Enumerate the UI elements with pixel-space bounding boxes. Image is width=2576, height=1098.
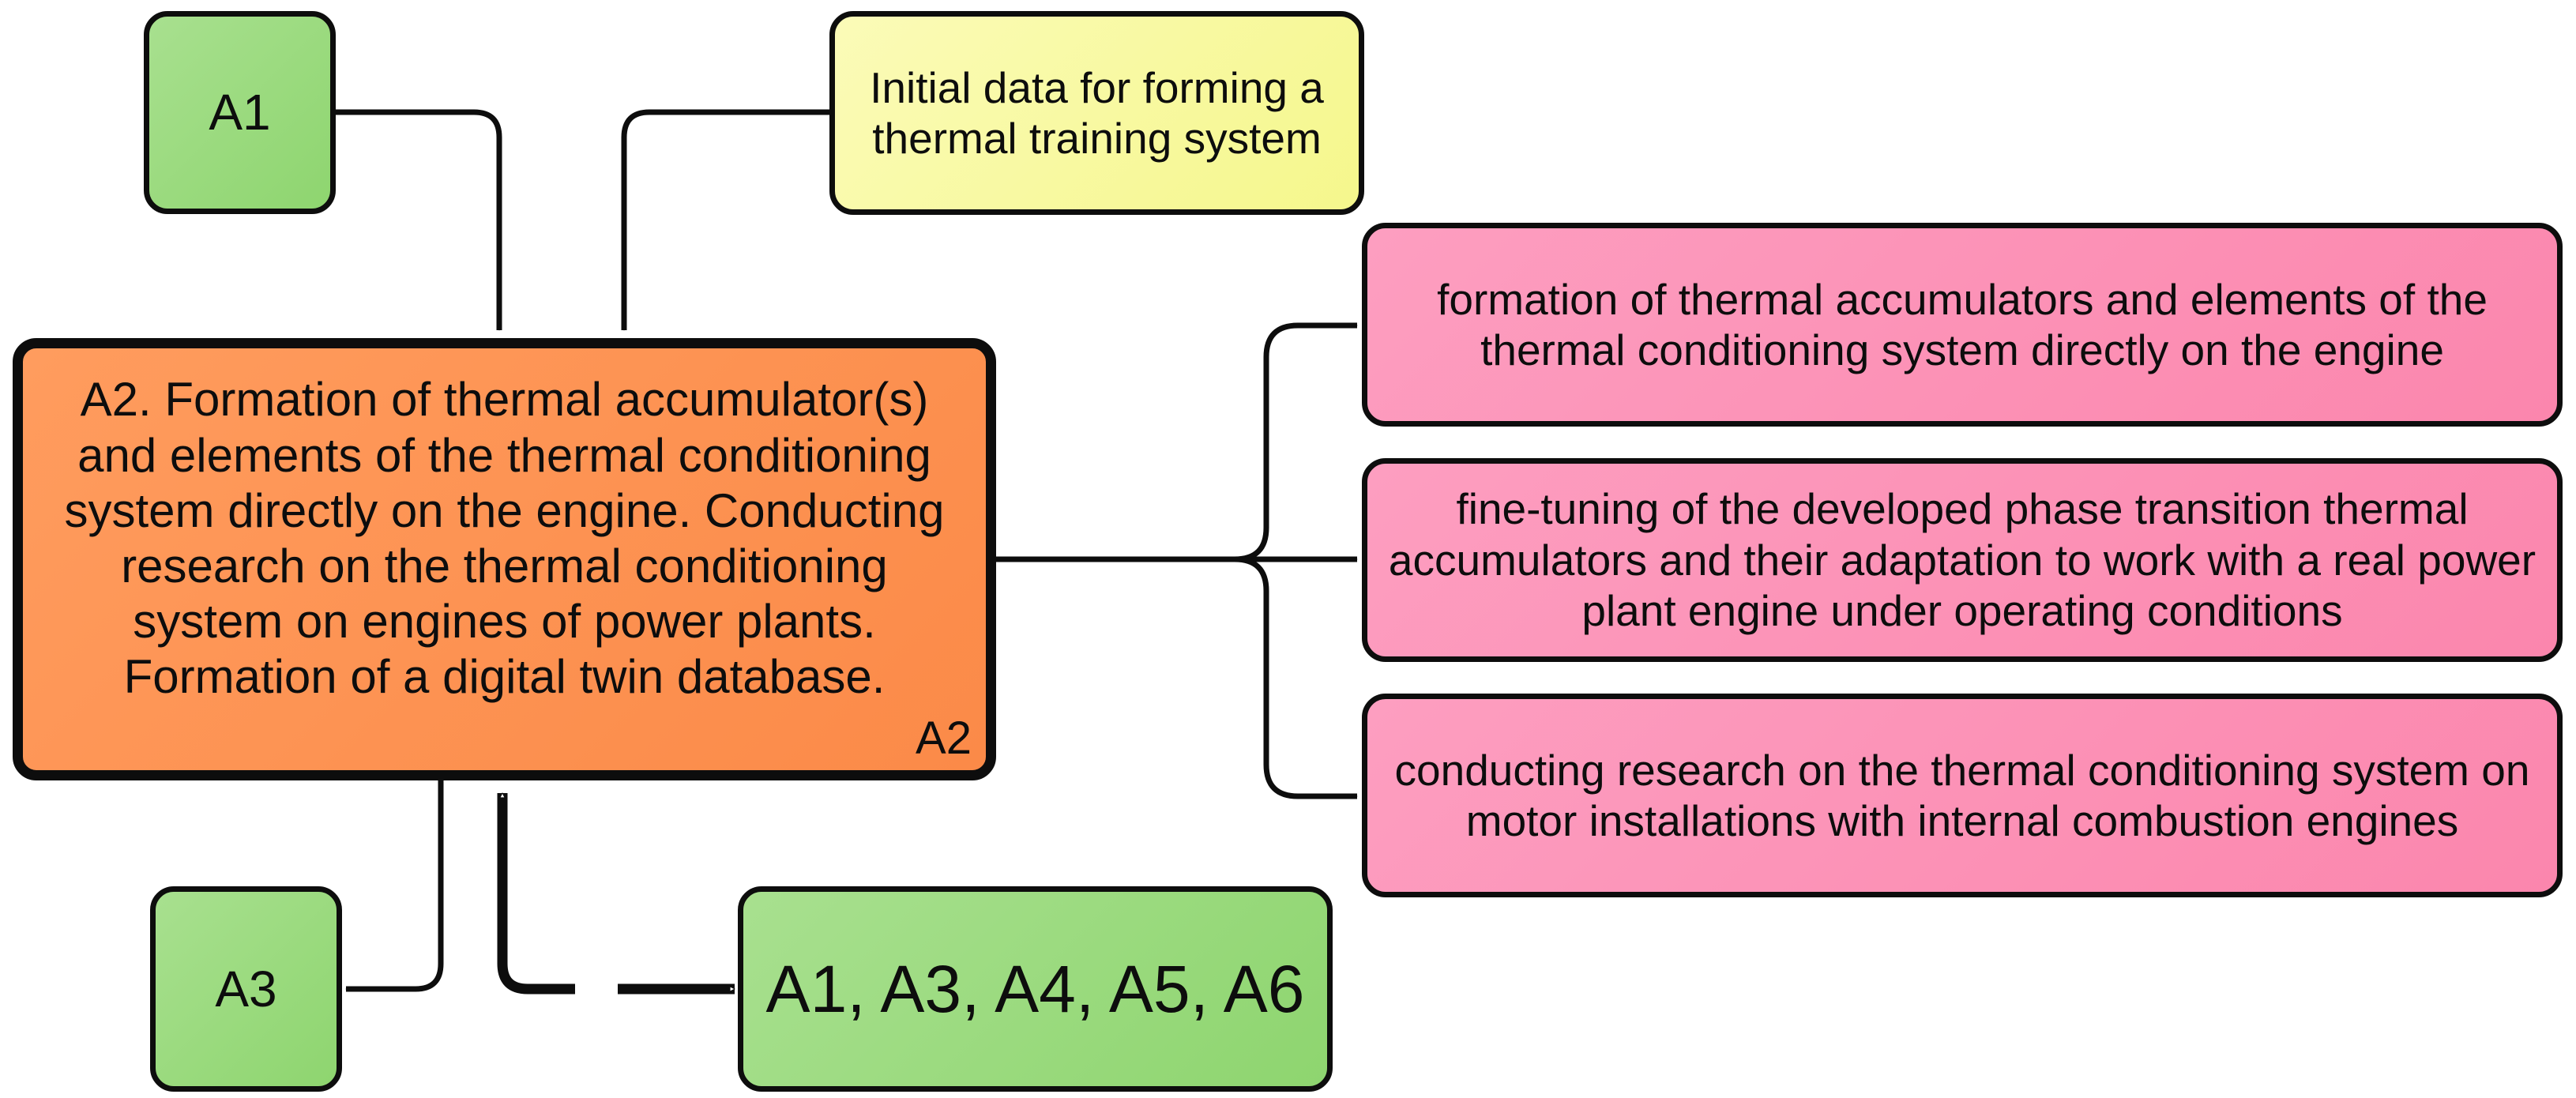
arrow-a1-to-a2 <box>336 109 502 331</box>
arrow-to-output-1 <box>1234 322 1358 562</box>
box-a3-label: A3 <box>215 960 277 1017</box>
arrow-feedback-to-a2 <box>497 793 575 995</box>
output-box-3-text: conducting research on the thermal condi… <box>1394 745 2530 845</box>
arrow-initial-data-to-a2 <box>621 109 829 331</box>
box-a1-label: A1 <box>209 84 271 141</box>
output-box-2-text: fine-tuning of the developed phase trans… <box>1388 484 2537 636</box>
arrow-to-output-3 <box>1234 556 1358 799</box>
box-a2-text: A2. Formation of thermal accumulator(s) … <box>64 373 945 704</box>
output-box-3: conducting research on the thermal condi… <box>1362 694 2563 897</box>
box-initial-data-text: Initial data for forming a thermal train… <box>870 62 1324 163</box>
box-feedback: A1, A3, A4, A5, A6 <box>738 886 1333 1092</box>
output-box-1-text: formation of thermal accumulators and el… <box>1437 274 2488 374</box>
arrow-a2-to-a3 <box>345 780 444 992</box>
output-box-1: formation of thermal accumulators and el… <box>1362 223 2563 427</box>
box-initial-data: Initial data for forming a thermal train… <box>829 11 1364 215</box>
box-a1: A1 <box>144 11 336 214</box>
box-a3: A3 <box>150 886 342 1092</box>
output-box-2: fine-tuning of the developed phase trans… <box>1362 458 2563 662</box>
box-a2-main: A2. Formation of thermal accumulator(s) … <box>13 338 996 780</box>
box-feedback-label: A1, A3, A4, A5, A6 <box>765 951 1305 1026</box>
box-a2-tag: A2 <box>916 713 972 765</box>
